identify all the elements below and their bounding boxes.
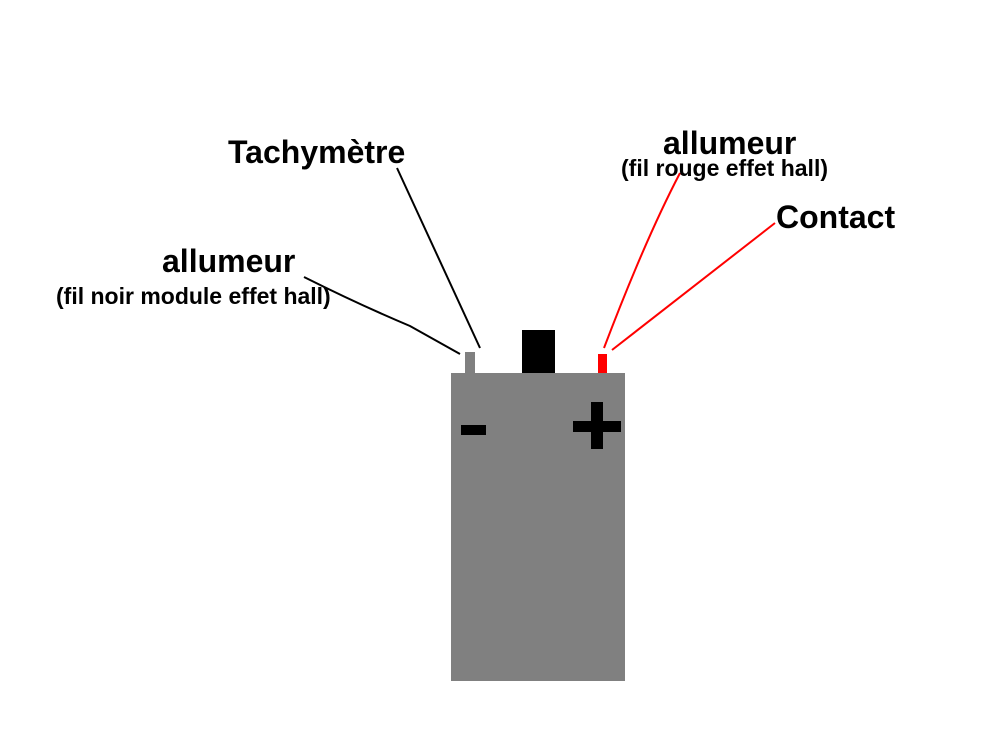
wire-contact — [611, 222, 776, 351]
center-block — [522, 330, 555, 373]
label-allumeur-noir-title: allumeur — [162, 243, 296, 279]
label-tachymetre: Tachymètre — [228, 134, 406, 170]
label-allumeur-noir-note: (fil noir module effet hall) — [56, 283, 331, 309]
negative-terminal — [465, 352, 475, 373]
label-allumeur-rouge-title: allumeur — [663, 125, 797, 161]
wire-tachymetre — [396, 167, 481, 349]
label-allumeur-rouge-note: (fil rouge effet hall) — [621, 155, 828, 181]
wire-allumeur-noir — [303, 276, 461, 355]
minus-sign — [461, 425, 486, 435]
plus-sign-vertical — [591, 402, 603, 449]
positive-terminal — [598, 354, 607, 373]
wire-allumeur-rouge — [603, 172, 681, 349]
label-contact: Contact — [776, 199, 896, 235]
